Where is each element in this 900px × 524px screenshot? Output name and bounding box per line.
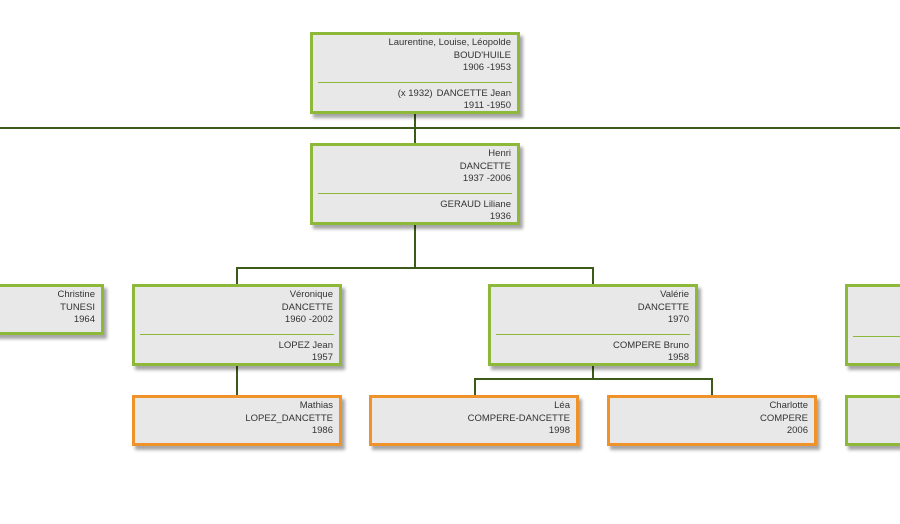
connector-line (236, 365, 238, 396)
given-names: Léa (554, 400, 570, 411)
life-dates: 1937 -2006 (462, 173, 511, 184)
connector-line (236, 267, 594, 269)
spouse-divider (496, 333, 690, 335)
spouse-name: COMPERE Bruno (612, 339, 689, 351)
surname: TUNESI (60, 301, 95, 313)
connector-line (414, 224, 416, 268)
connector-line (236, 267, 238, 285)
connector-line (592, 365, 594, 379)
spouse-divider (140, 333, 334, 335)
connector-line (592, 267, 594, 285)
spouse-dates: 1936 (489, 211, 511, 222)
person-card-henri[interactable]: Henri DANCETTE 1937 -2006 GERAUD Liliane… (310, 143, 520, 225)
person-card-mathias[interactable]: Mathias LOPEZ_DANCETTE 1986 (132, 395, 342, 446)
spouse-block: (x 1932) DANCETTE Jean 1911 -1950 (313, 88, 517, 115)
given-names: Charlotte (769, 400, 808, 411)
life-dates: 1960 -2002 (284, 314, 333, 325)
connector-line (474, 378, 713, 380)
spouse-divider (853, 336, 900, 337)
person-card-charlotte[interactable]: Charlotte COMPERE 2006 (607, 395, 817, 446)
person-block: Charlotte COMPERE 2006 (610, 398, 814, 440)
life-dates: 1998 (548, 425, 570, 436)
surname: DANCETTE (459, 160, 511, 172)
person-card-veronique[interactable]: Véronique DANCETTE 1960 -2002 LOPEZ Jean… (132, 284, 342, 366)
surname: BOUD'HUILE (453, 49, 511, 61)
spouse-divider (318, 81, 512, 83)
person-card-laurentine[interactable]: Laurentine, Louise, Léopolde BOUD'HUILE … (310, 32, 520, 114)
connector-line (711, 378, 713, 396)
given-names: Véronique (289, 289, 333, 300)
surname: LOPEZ_DANCETTE (245, 412, 333, 424)
spouse-block: LOPEZ Jean 1957 (135, 340, 339, 367)
spouse-divider (318, 192, 512, 194)
given-names: Laurentine, Louise, Léopolde (388, 37, 511, 48)
surname: COMPERE-DANCETTE (467, 412, 570, 424)
surname: COMPERE (759, 412, 808, 424)
person-block: Véronique DANCETTE 1960 -2002 (135, 287, 339, 329)
spouse-dates: 1957 (311, 352, 333, 363)
generation-connector-line (0, 127, 900, 129)
spouse-name: LOPEZ Jean (278, 339, 333, 351)
person-block: Mathias LOPEZ_DANCETTE 1986 (135, 398, 339, 440)
person-block: Valérie DANCETTE 1970 (491, 287, 695, 329)
life-dates: 1970 (667, 314, 689, 325)
life-dates: 2006 (786, 425, 808, 436)
spouse-name: DANCETTE Jean (436, 87, 511, 99)
spouse-block: GERAUD Liliane 1936 (313, 199, 517, 226)
connector-line (474, 378, 476, 396)
surname: DANCETTE (637, 301, 689, 313)
given-names: Henri (488, 148, 511, 159)
person-card-christine[interactable]: Christine TUNESI 1964 (0, 284, 104, 335)
person-card-partial-right[interactable] (845, 284, 900, 366)
person-block: Henri DANCETTE 1937 -2006 (313, 146, 517, 188)
spouse-block: COMPERE Bruno 1958 (491, 340, 695, 367)
person-card-lea[interactable]: Léa COMPERE-DANCETTE 1998 (369, 395, 579, 446)
life-dates: 1986 (311, 425, 333, 436)
life-dates: 1964 (73, 314, 95, 325)
connector-line (414, 112, 416, 143)
person-block: Laurentine, Louise, Léopolde BOUD'HUILE … (313, 35, 517, 77)
given-names: Christine (57, 289, 96, 300)
life-dates: 1906 -1953 (462, 62, 511, 73)
person-block: Christine TUNESI 1964 (0, 287, 101, 329)
given-names: Mathias (299, 400, 333, 411)
person-card-valerie[interactable]: Valérie DANCETTE 1970 COMPERE Bruno 1958 (488, 284, 698, 366)
surname: DANCETTE (281, 301, 333, 313)
spouse-row: (x 1932) DANCETTE Jean (319, 88, 511, 101)
given-names: Valérie (660, 289, 689, 300)
spouse-dates: 1958 (667, 352, 689, 363)
person-block: Léa COMPERE-DANCETTE 1998 (372, 398, 576, 440)
spouse-dates: 1911 -1950 (463, 100, 511, 111)
person-card-partial-right-bottom[interactable] (845, 395, 900, 446)
marriage-year: (x 1932) (397, 87, 433, 99)
spouse-name: GERAUD Liliane (440, 198, 511, 210)
